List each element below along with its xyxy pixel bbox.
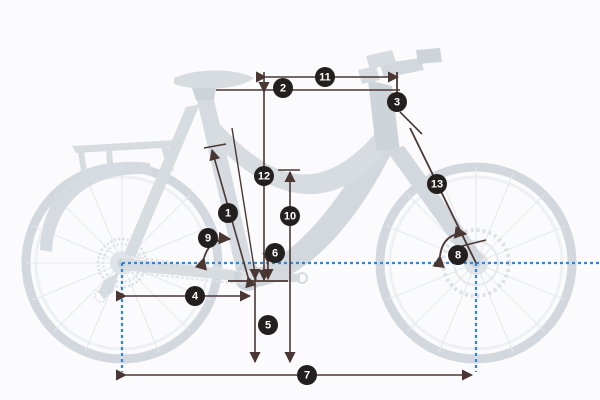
callout-bottom-bracket-drop-circle[interactable] <box>265 243 285 263</box>
callout-seat-tube-length-circle[interactable] <box>218 203 238 223</box>
callout-chainstay-length-circle[interactable] <box>185 286 205 306</box>
rear-rack <box>72 140 178 153</box>
callout-bottom-bracket-height[interactable]: 5 <box>258 315 278 335</box>
callout-reach[interactable]: 11 <box>315 67 335 87</box>
callout-head-tube-angle[interactable]: 8 <box>448 245 468 265</box>
callout-seat-height-circle[interactable] <box>273 78 293 98</box>
callout-seat-height[interactable]: 2 <box>273 78 293 98</box>
callout-head-tube-angle-circle[interactable] <box>448 245 468 265</box>
callout-bottom-bracket-drop[interactable]: 6 <box>265 243 285 263</box>
seat-clamp <box>192 88 216 100</box>
callout-stack-circle[interactable] <box>280 206 300 226</box>
handlebar <box>416 48 442 64</box>
measure-head-tube-angle-arc <box>432 226 468 269</box>
seat-stay <box>124 104 200 258</box>
callout-fork-length[interactable]: 13 <box>427 174 447 194</box>
measure-seat-tube-extension <box>231 127 257 281</box>
rear-derailleur <box>94 272 119 303</box>
rear-fender <box>40 161 152 252</box>
callout-bottom-bracket-height-circle[interactable] <box>258 315 278 335</box>
callout-head-tube-length-circle[interactable] <box>387 92 407 112</box>
callout-reach-circle[interactable] <box>315 67 335 87</box>
callout-standover-height[interactable]: 12 <box>254 166 274 186</box>
callout-chainstay-length[interactable]: 4 <box>185 286 205 306</box>
handlebar-grip-left <box>366 50 396 70</box>
callout-standover-height-circle[interactable] <box>254 166 274 186</box>
callout-wheelbase[interactable]: 7 <box>297 365 317 385</box>
callout-stack[interactable]: 10 <box>280 206 300 226</box>
callout-fork-length-circle[interactable] <box>427 174 447 194</box>
callout-seat-tube-angle[interactable]: 9 <box>198 228 218 248</box>
callout-seat-tube-angle-circle[interactable] <box>198 228 218 248</box>
measure-seat-tube-tick <box>203 143 227 149</box>
callout-head-tube-length[interactable]: 3 <box>387 92 407 112</box>
measure-head-tube-tick <box>399 111 423 135</box>
callout-seat-tube-length[interactable]: 1 <box>218 203 238 223</box>
callout-wheelbase-circle[interactable] <box>297 365 317 385</box>
rear-rack-strut-1 <box>78 152 88 178</box>
saddle <box>174 70 254 89</box>
